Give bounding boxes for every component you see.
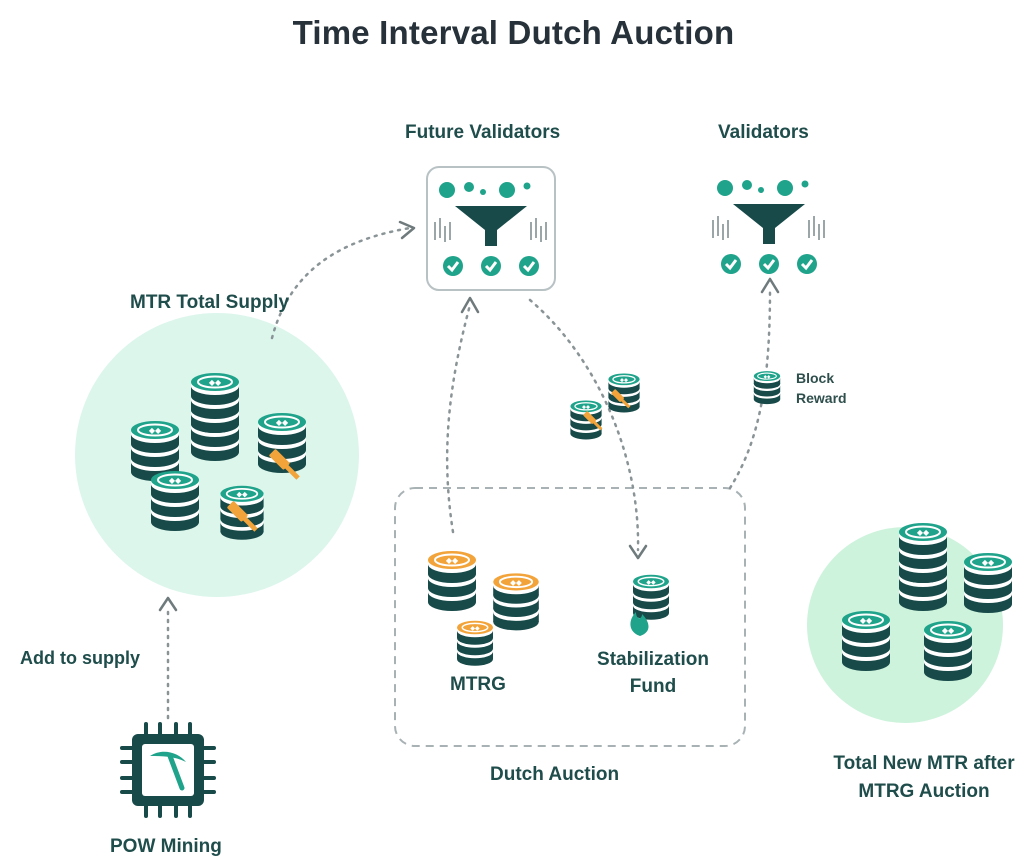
coin-stack-icon (150, 470, 200, 532)
coin-stack-icon (899, 523, 947, 611)
pickaxe-icon (150, 751, 186, 791)
coin-stack-icon (427, 550, 477, 612)
arrowhead (460, 296, 480, 314)
stabilization-fund-label: Stabilization Fund (580, 646, 726, 700)
arrow-supply-to-future (270, 226, 412, 340)
add-to-supply-label: Add to supply (20, 648, 140, 668)
flame-icon (630, 612, 649, 636)
future-validators-label: Future Validators (405, 122, 561, 143)
coin-stack-icon (841, 610, 891, 672)
coin-stack-icon (753, 370, 781, 405)
arrow-auction-to-validators (728, 288, 772, 490)
pow-mining-label: POW Mining (110, 836, 222, 857)
coin-stack-icon (632, 574, 670, 621)
arrowhead (760, 277, 780, 294)
dutch-auction-label: Dutch Auction (490, 764, 620, 785)
total-new-mtr-line1: Total New MTR after (833, 753, 1015, 774)
arrow-mtrg-to-future (445, 303, 472, 534)
coin-stack-icon (923, 620, 973, 682)
total-new-mtr-label: Total New MTR after MTRG Auction (822, 750, 1026, 806)
mtr-total-supply-label: MTR Total Supply (130, 292, 290, 313)
stabilization-fund-line2: Fund (629, 676, 677, 697)
dutch-auction-box (394, 487, 746, 747)
arrowhead (158, 596, 178, 612)
coin-stack-icon (569, 399, 603, 441)
diagram-title: Time Interval Dutch Auction (292, 14, 735, 51)
total-new-mtr-line2: MTRG Auction (858, 781, 990, 802)
coin-stack-icon (191, 373, 239, 461)
stabilization-fund-line1: Stabilization (597, 649, 709, 670)
coin-stack-icon (492, 572, 540, 632)
block-reward-line1: Block (796, 370, 835, 386)
block-reward-label: Block Reward (796, 368, 847, 408)
arrowhead (398, 220, 416, 240)
coin-stack-icon (963, 552, 1013, 614)
coin-stack-icon (456, 620, 494, 667)
mtrg-label: MTRG (450, 674, 506, 695)
block-reward-line2: Reward (796, 390, 847, 406)
validators-label: Validators (718, 122, 809, 143)
arrowhead (628, 544, 648, 560)
cpu-chip-icon (120, 722, 216, 818)
funnel-icon (711, 178, 826, 276)
